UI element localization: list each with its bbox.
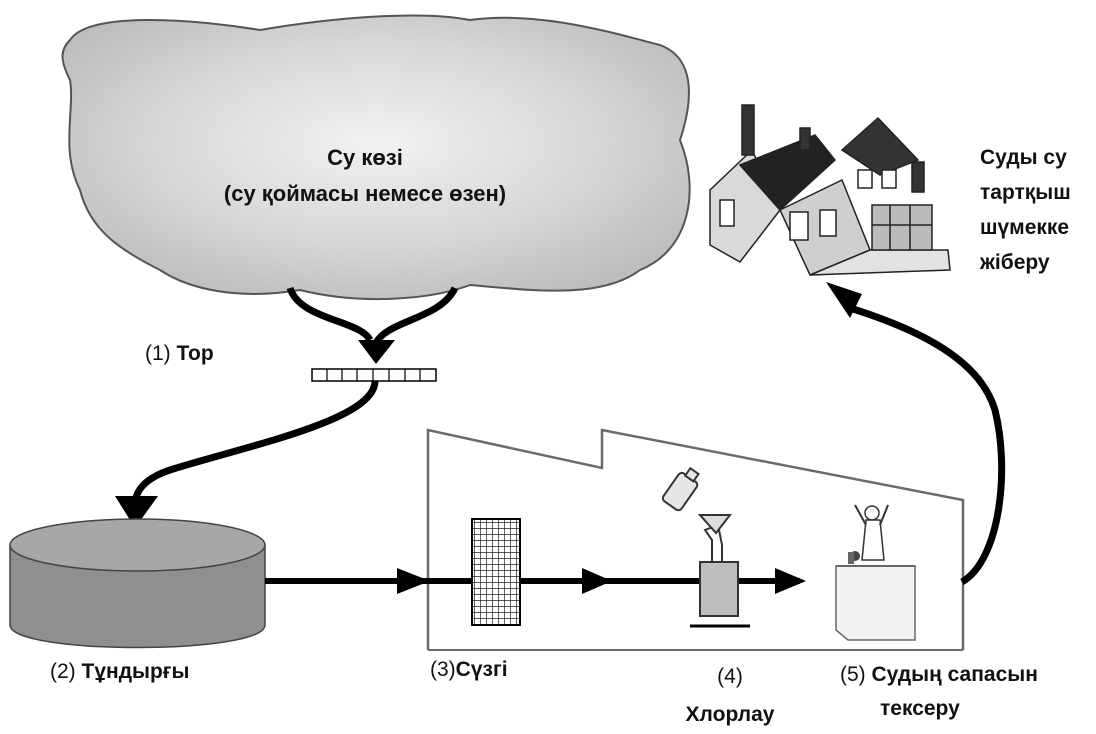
outflow-arrow-right: [371, 286, 459, 347]
step-5-name-line-2: тексеру: [880, 697, 960, 720]
step-5-number: (5): [840, 663, 866, 686]
step-1-name: Тор: [176, 342, 214, 365]
delivery-line-1: Суды су: [980, 146, 1067, 169]
chlorination-apparatus: [661, 466, 750, 628]
step-5-name-line-1: Судың сапасын: [871, 663, 1038, 686]
water-source-cloud: [61, 14, 691, 301]
screen-to-tank-arrow: [131, 380, 379, 506]
step-2-number: (2): [50, 660, 76, 683]
lab-to-house-arrow: [848, 304, 1006, 586]
step-2-name: Тұндырғы: [81, 660, 190, 683]
water-source-title: Су көзі: [327, 145, 403, 170]
flow-arrowhead-1: [397, 568, 430, 594]
flow-arrowhead-3: [775, 568, 806, 594]
step-4-name: Хлорлау: [685, 703, 775, 726]
outflow-arrowhead: [358, 340, 395, 364]
quality-testing-lab: [835, 504, 916, 641]
step-3-name: Сүзгі: [455, 658, 508, 681]
step-3-label: (3)Сүзгі: [430, 658, 508, 682]
flow-arrowhead-2: [582, 568, 612, 594]
delivery-line-4: жіберу: [980, 251, 1050, 274]
delivery-label: Суды су тартқыш шүмекке жіберу: [980, 140, 1092, 280]
outflow-arrow-left: [286, 286, 374, 343]
step-3-number: (3): [430, 658, 456, 681]
step-2-label: (2) Тұндырғы: [50, 660, 189, 684]
step-1-number: (1): [145, 342, 171, 365]
step-5-label: (5) Судың сапасын тексеру: [840, 658, 1096, 726]
water-source-subtitle: (су қоймасы немесе өзен): [223, 181, 507, 206]
delivery-line-2: тартқыш: [980, 181, 1071, 204]
treatment-building-outline: [426, 428, 965, 650]
step-4-number: (4): [717, 665, 743, 688]
filter-grid: [471, 518, 521, 626]
screen-to-tank-arrowhead: [115, 496, 158, 528]
water-source-label: Су көзі (су қоймасы немесе өзен): [180, 140, 550, 212]
step-4-label: (4) Хлорлау: [650, 658, 810, 734]
screen-mesh: [311, 368, 437, 382]
delivery-line-3: шүмекке: [980, 216, 1070, 239]
step-1-label: (1) Тор: [145, 342, 214, 366]
settling-tank: [9, 518, 266, 649]
lab-to-house-arrowhead: [826, 282, 862, 318]
house: [709, 104, 951, 276]
